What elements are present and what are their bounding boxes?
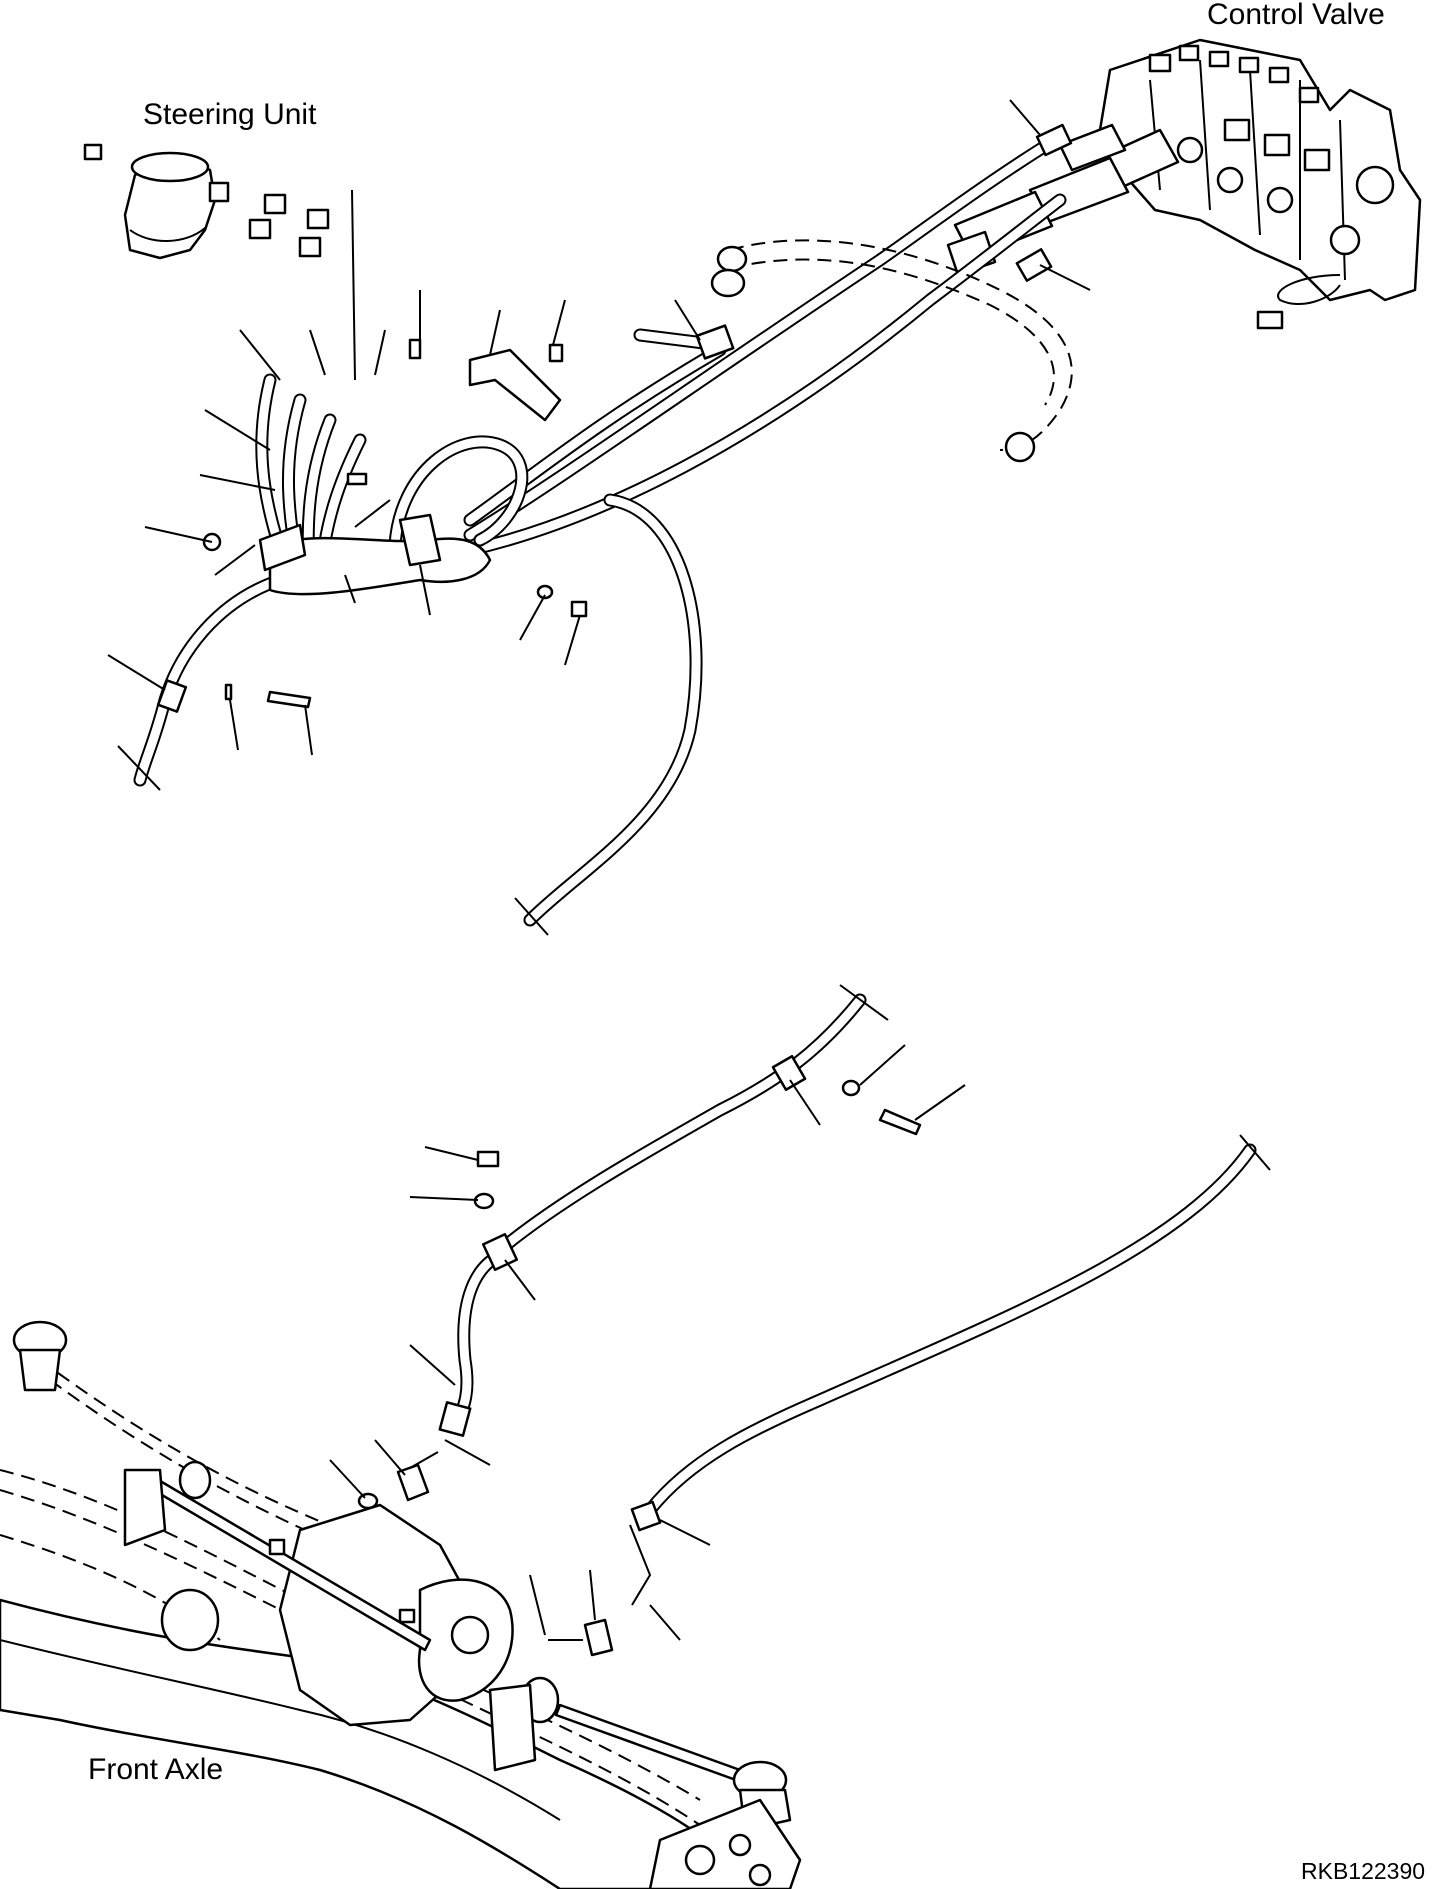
upper-leader-lines <box>107 99 1091 756</box>
control-valve-label: Control Valve <box>1207 0 1385 31</box>
front-axle <box>0 1320 802 1889</box>
lower-leader-lines <box>329 1044 966 1641</box>
steering-unit-label: Steering Unit <box>143 98 317 131</box>
control-valve <box>946 38 1422 330</box>
steering-unit <box>83 143 330 260</box>
upper-hose-routing <box>117 123 1073 936</box>
drawing-code: RKB122390 <box>1301 1858 1426 1884</box>
lower-hose-routing <box>357 984 1271 1657</box>
front-axle-label: Front Axle <box>88 1753 224 1786</box>
